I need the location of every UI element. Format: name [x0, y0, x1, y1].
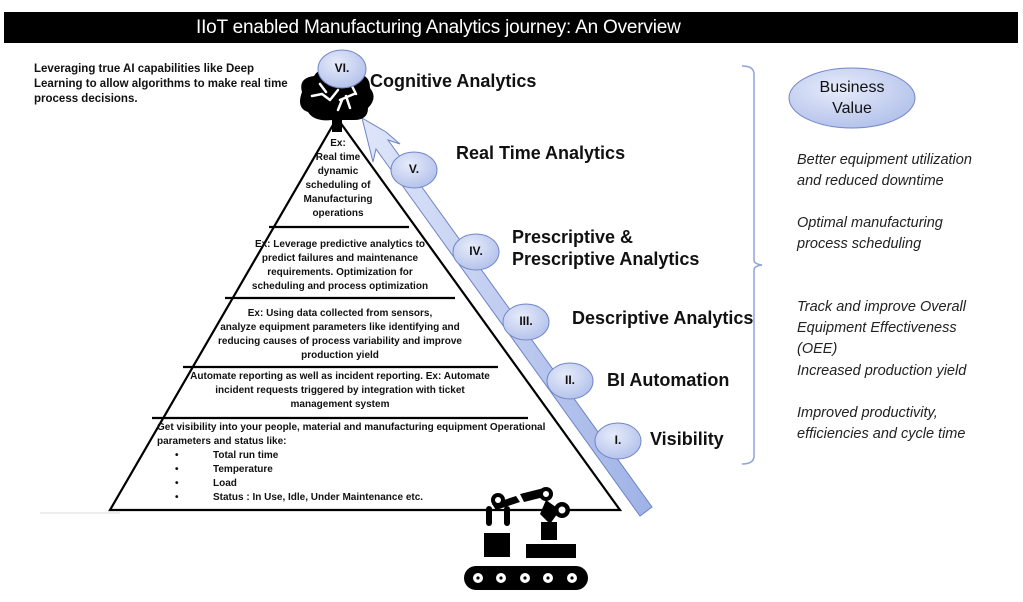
tier-5-line: Manufacturing — [303, 194, 373, 205]
tier-1-bullet-list: Total run time Temperature Load Status :… — [157, 449, 577, 505]
business-value-line: Equipment Effectiveness — [797, 320, 957, 336]
business-value-bracket — [741, 65, 763, 465]
cognitive-description: Leveraging true AI capabilities like Dee… — [34, 63, 288, 105]
title-bar: IIoT enabled Manufacturing Analytics jou… — [4, 12, 1018, 43]
numeral-ii: II. — [564, 373, 575, 387]
business-value-line: and reduced downtime — [797, 173, 944, 189]
tier-1-bullet: Total run time — [157, 449, 577, 463]
business-value-title: Business Value — [800, 77, 904, 119]
tier-5-line: operations — [312, 208, 364, 219]
tier-5-line: dynamic — [317, 166, 359, 177]
bubble-iii — [502, 303, 550, 341]
numeral-i: I. — [614, 433, 622, 447]
bubble-v — [390, 151, 438, 189]
pyramid — [108, 115, 623, 512]
bubble-vi — [317, 49, 367, 89]
tier-1-bullet: Temperature — [157, 463, 577, 477]
numeral-v: V. — [408, 162, 420, 176]
business-value-item: Better equipment utilization and reduced… — [797, 150, 1007, 192]
tier-1-bullet: Load — [157, 477, 577, 491]
tier-1-bullet: Status : In Use, Idle, Under Maintenance… — [157, 491, 577, 505]
tier-1-text: Get visibility into your people, materia… — [157, 421, 577, 505]
stage-label-prescriptive-line2: Prescriptive Analytics — [512, 249, 700, 269]
tier-4-line: requirements. Optimization for — [267, 267, 413, 278]
numeral-vi: VI. — [334, 61, 350, 75]
stage-label-descriptive: Descriptive Analytics — [572, 308, 754, 328]
tier-5-line: Ex: — [330, 138, 346, 149]
tier-3-line: reducing causes of process variability a… — [218, 336, 462, 347]
stage-bubbles — [317, 49, 642, 460]
tier-5-line: Real time — [315, 152, 361, 163]
numeral-iii: III. — [519, 314, 533, 328]
business-value-line: Improved productivity, — [797, 405, 938, 421]
tier-4-line: Ex: Leverage predictive analytics to — [254, 239, 426, 250]
stage-label-prescriptive: Prescriptive & Prescriptive Analytics — [512, 226, 699, 270]
business-value-line: efficiencies and cycle time — [797, 426, 966, 442]
tier-2-text: Automate reporting as well as incident r… — [160, 370, 520, 412]
business-value-line: Optimal manufacturing — [797, 215, 943, 231]
stage-label-cognitive: Cognitive Analytics — [370, 71, 537, 91]
tier-2-line: incident requests triggered by integrati… — [215, 385, 465, 396]
business-value-line: (OEE) — [797, 341, 838, 357]
business-value-title-line2: Value — [832, 100, 872, 117]
tier-3-line: production yield — [301, 350, 379, 361]
tier-4-line: predict failures and maintenance — [261, 253, 419, 264]
business-value-line: Better equipment utilization — [797, 152, 972, 168]
business-value-line: Increased production yield — [797, 363, 967, 379]
numeral-iv: IV. — [469, 244, 483, 258]
business-value-item: Increased production yield — [797, 361, 1007, 382]
business-value-item: Track and improve Overall Equipment Effe… — [797, 297, 1007, 360]
tier-5-text: Ex: Real time dynamic scheduling of Manu… — [282, 137, 394, 221]
bubble-iv — [452, 233, 500, 271]
stage-label-real-time: Real Time Analytics — [456, 143, 626, 163]
bubble-i — [594, 422, 642, 460]
business-value-item: Improved productivity, efficiencies and … — [797, 403, 1007, 445]
tier-4-text: Ex: Leverage predictive analytics to pre… — [240, 238, 440, 294]
business-value-ellipse — [788, 67, 916, 129]
page-title: IIoT enabled Manufacturing Analytics jou… — [196, 17, 681, 38]
business-value-line: Track and improve Overall — [797, 299, 966, 315]
business-value-line: process scheduling — [797, 236, 922, 252]
tier-2-line: management system — [290, 399, 390, 410]
tier-3-text: Ex: Using data collected from sensors, a… — [190, 307, 490, 363]
tier-3-line: analyze equipment parameters like identi… — [220, 322, 460, 333]
bubble-ii — [546, 362, 594, 400]
tier-1-intro: parameters and status like: — [157, 436, 287, 447]
pyramid-outline — [108, 115, 623, 512]
stage-label-visibility: Visibility — [650, 429, 724, 449]
tier-4-line: scheduling and process optimization — [251, 281, 429, 292]
tier-3-line: Ex: Using data collected from sensors, — [247, 308, 433, 319]
tier-5-line: scheduling of — [305, 180, 371, 191]
stage-label-bi-automation: BI Automation — [607, 370, 730, 390]
tier-1-intro: Get visibility into your people, materia… — [157, 422, 546, 433]
business-value-item: Optimal manufacturing process scheduling — [797, 213, 1007, 255]
stage-label-prescriptive-line1: Prescriptive & — [512, 227, 634, 247]
business-value-title-line1: Business — [819, 79, 885, 96]
tier-2-line: Automate reporting as well as incident r… — [190, 371, 490, 382]
